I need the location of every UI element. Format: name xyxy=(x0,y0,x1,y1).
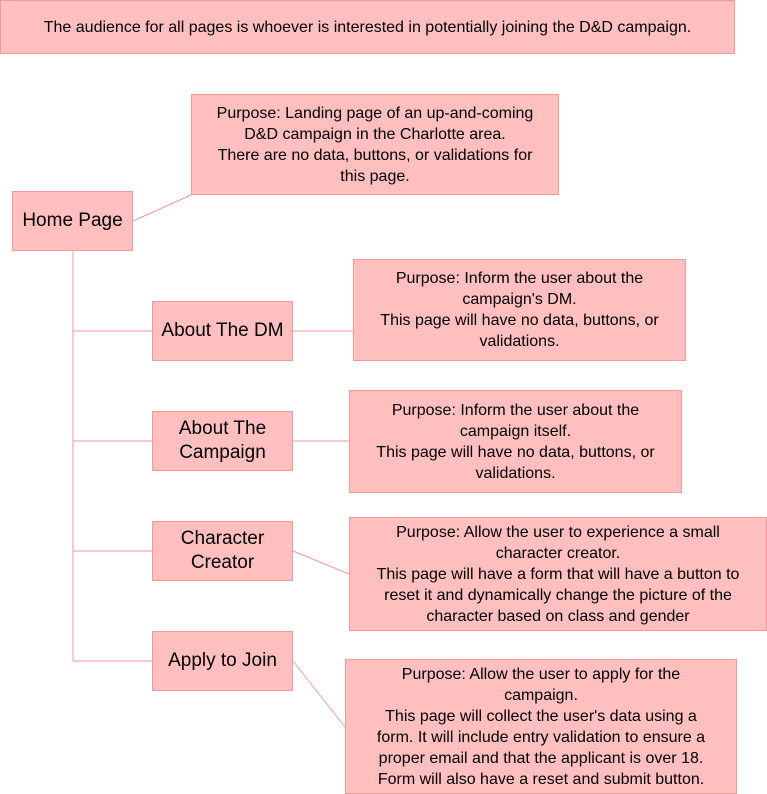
audience-note: The audience for all pages is whoever is… xyxy=(0,0,735,54)
about-the-campaign-purpose-note: Purpose: Inform the user about the campa… xyxy=(349,390,682,493)
note-link-apply-to-join xyxy=(292,660,346,728)
apply-to-join-node: Apply to Join xyxy=(152,631,293,691)
home-page-node: Home Page xyxy=(12,191,133,251)
about-the-campaign-node: About The Campaign xyxy=(152,411,293,471)
about-the-dm-node: About The DM xyxy=(152,301,293,361)
note-link-home xyxy=(132,194,192,222)
character-creator-node: Character Creator xyxy=(152,521,293,581)
note-link-character-creator xyxy=(292,550,350,575)
about-the-dm-purpose-note: Purpose: Inform the user about the campa… xyxy=(353,259,686,361)
character-creator-purpose-note: Purpose: Allow the user to experience a … xyxy=(349,517,767,631)
apply-to-join-purpose-note: Purpose: Allow the user to apply for the… xyxy=(345,659,737,794)
home-page-purpose-note: Purpose: Landing page of an up-and-comin… xyxy=(191,94,559,195)
